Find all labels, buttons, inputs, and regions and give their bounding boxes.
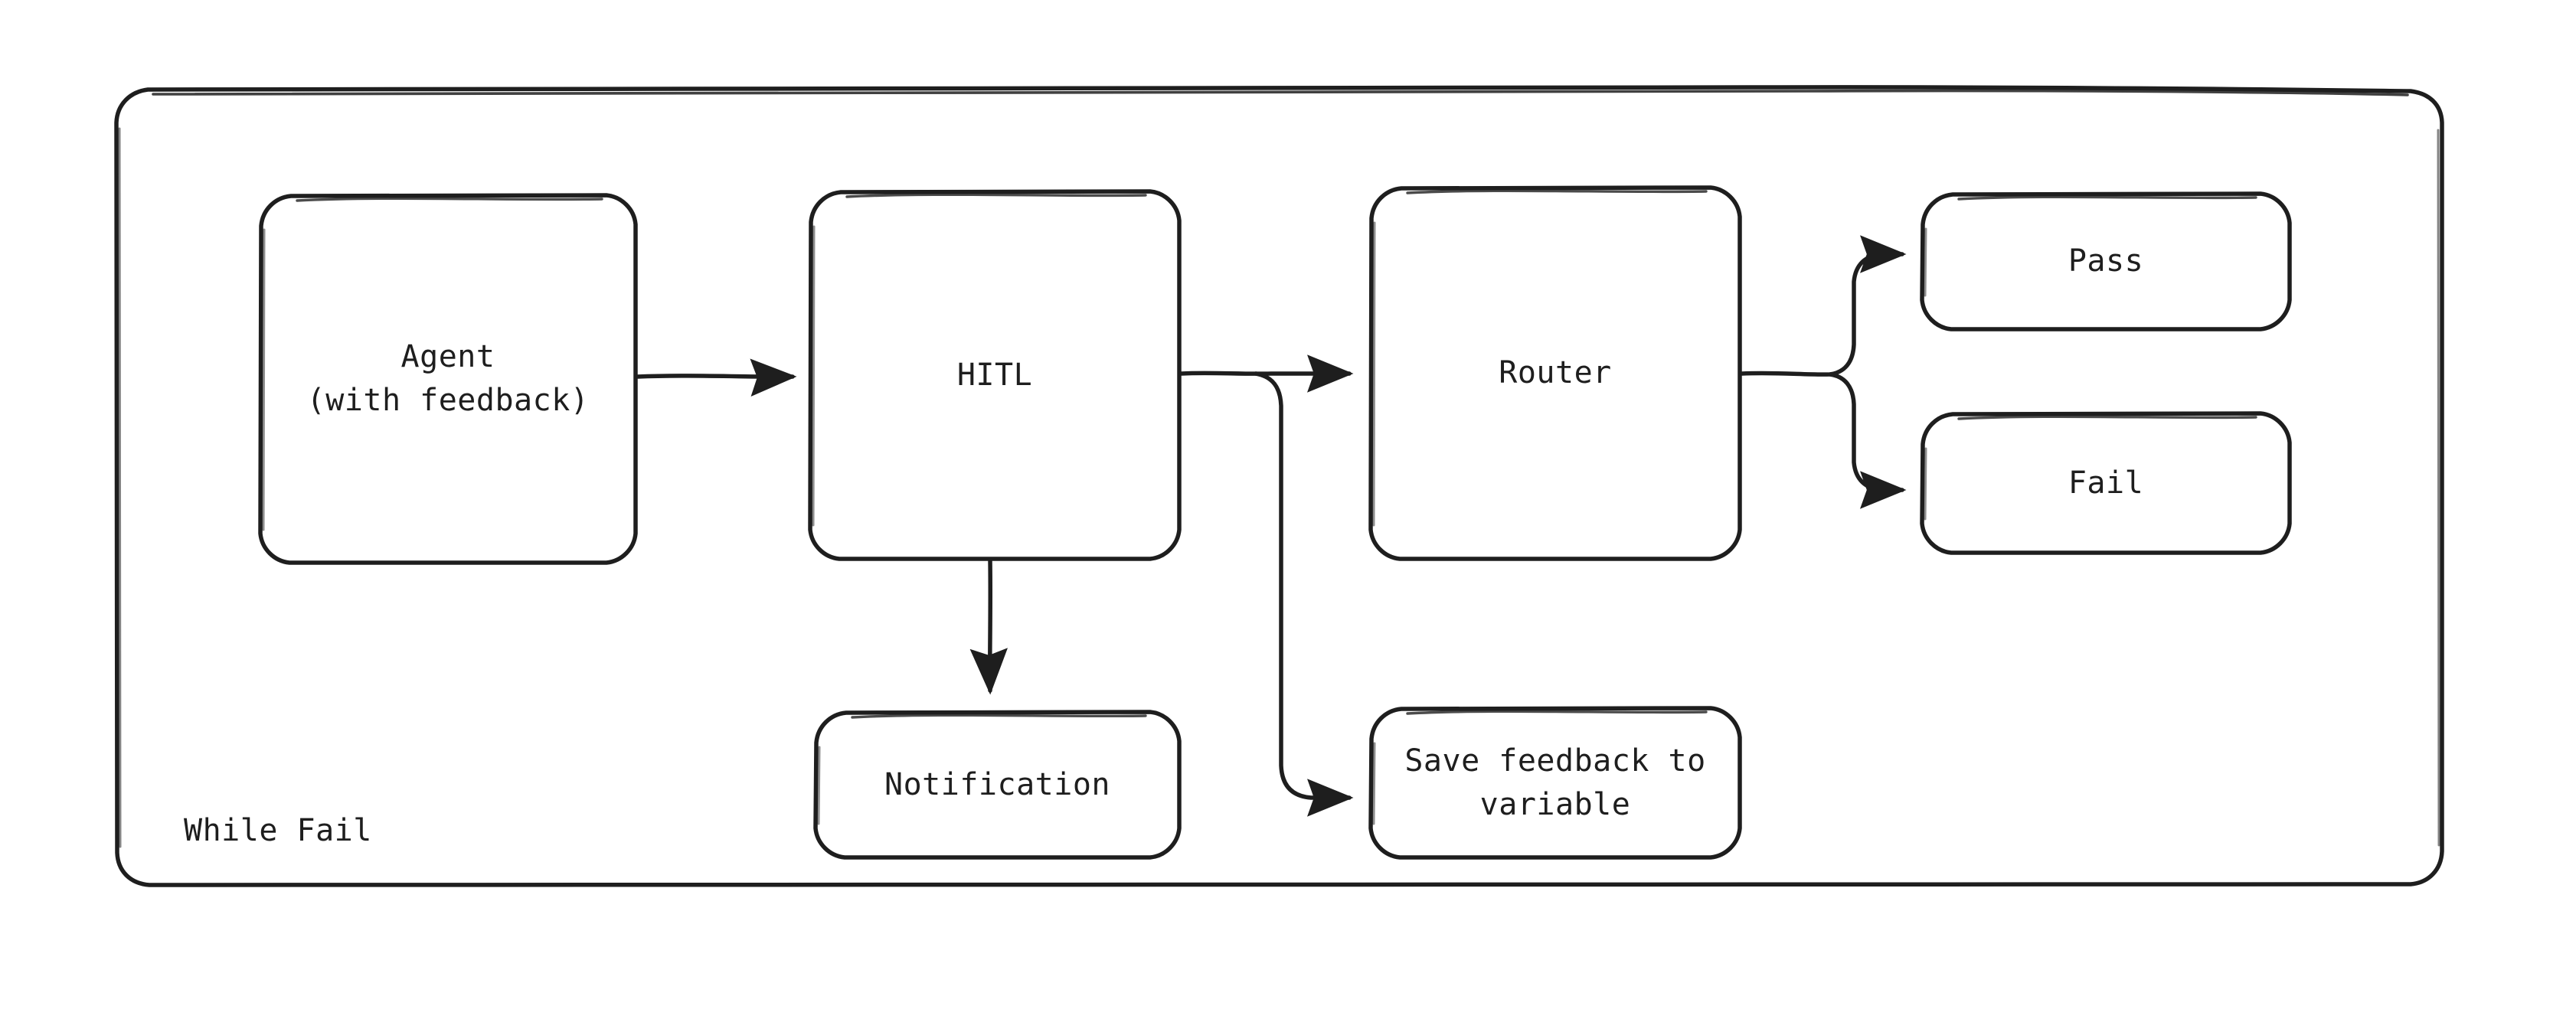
edge-hitl-to-router bbox=[1179, 354, 1354, 393]
node-agent[interactable] bbox=[260, 195, 636, 563]
edge-router-to-pass bbox=[1740, 235, 1907, 377]
node-shape-fail bbox=[1920, 411, 2292, 555]
edge-hitl-to-save-feedback bbox=[1254, 371, 1354, 817]
node-save-feedback[interactable] bbox=[1371, 708, 1740, 857]
node-shape-save-feedback bbox=[1368, 706, 1742, 860]
node-shape-agent bbox=[258, 193, 638, 565]
node-shape-hitl bbox=[808, 189, 1182, 561]
node-shape-pass bbox=[1920, 191, 2292, 331]
edge-agent-to-hitl bbox=[636, 358, 797, 397]
edge-hitl-to-notification bbox=[969, 559, 1008, 695]
node-shape-notification bbox=[813, 710, 1182, 860]
node-pass[interactable] bbox=[1922, 194, 2290, 329]
node-shape-router bbox=[1368, 185, 1742, 561]
node-fail[interactable] bbox=[1922, 413, 2290, 553]
node-notification[interactable] bbox=[816, 712, 1179, 857]
node-router[interactable] bbox=[1371, 188, 1740, 559]
edge-router-to-fail bbox=[1828, 372, 1907, 509]
node-hitl[interactable] bbox=[810, 191, 1179, 559]
